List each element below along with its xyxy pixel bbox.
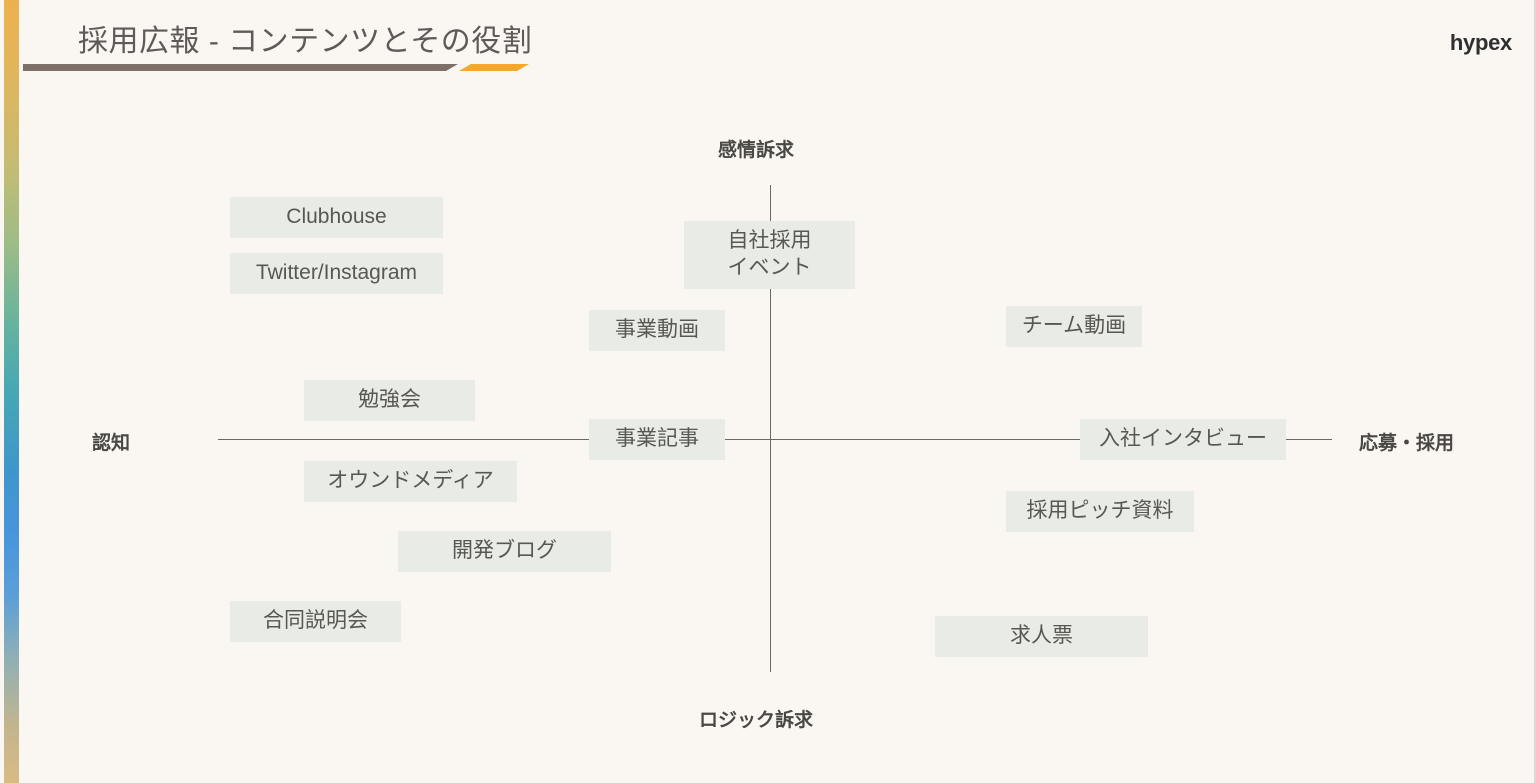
matrix-item-clubhouse[interactable]: Clubhouse [230,197,443,238]
matrix-item-team-video[interactable]: チーム動画 [1006,306,1142,347]
matrix-item-business-video[interactable]: 事業動画 [589,310,725,351]
left-gradient-accent-bar [4,0,19,783]
axis-label-right: 応募・採用 [1359,433,1455,454]
matrix-item-dev-blog[interactable]: 開発ブログ [398,531,611,572]
vertical-axis-line [770,185,771,672]
matrix-item-owned-media[interactable]: オウンドメディア [304,461,517,502]
matrix-item-own-recruiting-event[interactable]: 自社採用 イベント [684,221,855,289]
axis-label-bottom: ロジック訴求 [699,710,814,731]
matrix-item-business-article[interactable]: 事業記事 [589,419,725,460]
matrix-item-joint-info-session[interactable]: 合同説明会 [230,601,401,642]
matrix-item-study-session[interactable]: 勉強会 [304,380,475,421]
page-title: 採用広報 - コンテンツとその役割 [78,25,533,58]
title-underline-gray [23,64,458,71]
axis-label-left: 認知 [92,433,131,454]
matrix-item-recruiting-pitch-deck[interactable]: 採用ピッチ資料 [1006,491,1194,532]
matrix-item-joining-interview[interactable]: 入社インタビュー [1080,419,1286,460]
matrix-item-job-posting[interactable]: 求人票 [935,616,1148,657]
brand-logo: hypex [1449,30,1512,55]
axis-label-top: 感情訴求 [718,140,795,161]
title-underline-orange [459,64,529,71]
matrix-item-twitter-instagram[interactable]: Twitter/Instagram [230,253,443,294]
horizontal-axis-line [218,439,1332,440]
